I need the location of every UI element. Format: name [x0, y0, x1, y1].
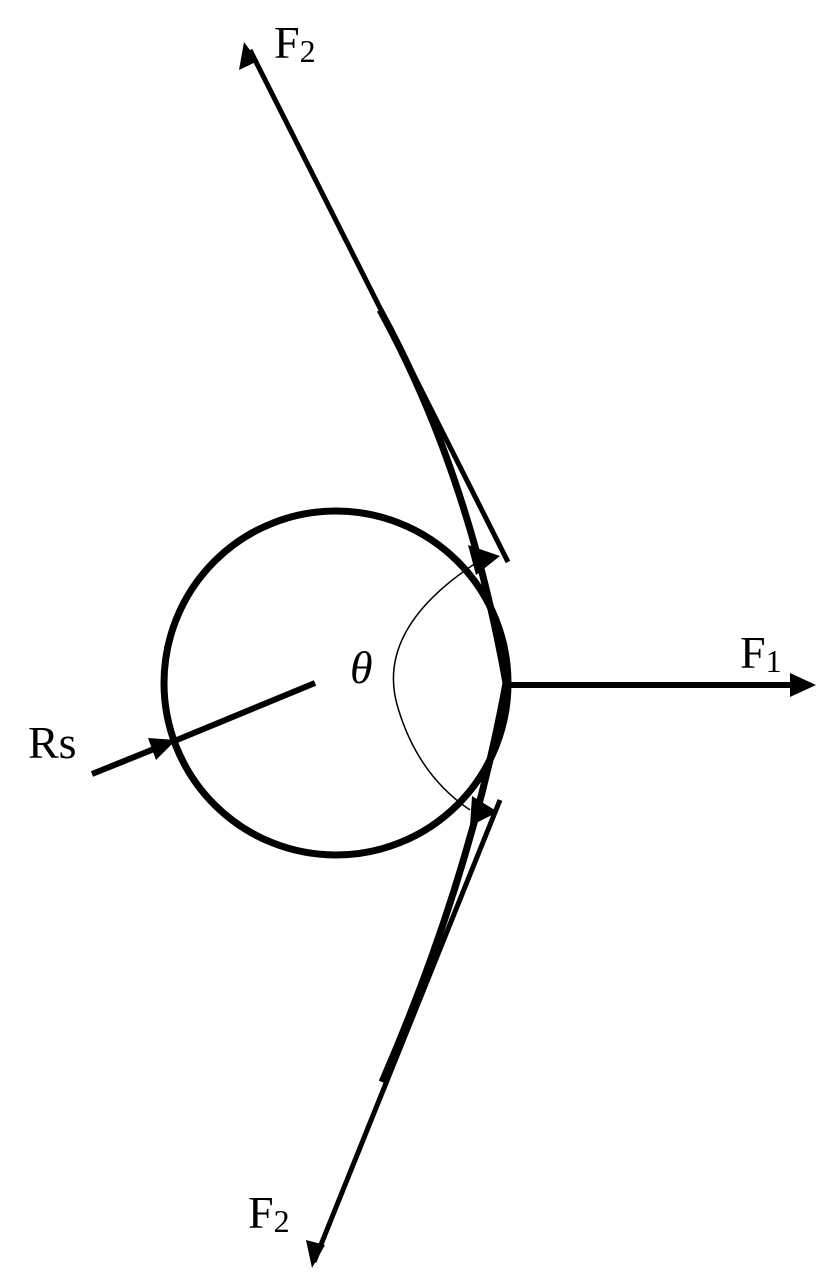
f2-top-label: F2: [274, 17, 316, 69]
rs-arrow: [90, 742, 166, 777]
f2-top-line: [247, 48, 511, 564]
pulley-circle: [160, 507, 512, 859]
rs-arrowhead: [148, 738, 176, 760]
lower-contact-arrowhead: [470, 796, 498, 826]
rs-label: Rs: [28, 717, 77, 768]
f2-bottom-line: [311, 799, 503, 1263]
theta-label: θ: [350, 642, 373, 693]
f2-bottom-label: F2: [248, 1187, 290, 1239]
f1-arrowhead: [790, 673, 816, 697]
f2-top-arrowhead: [239, 42, 258, 70]
upper-contact-arrowhead: [468, 545, 500, 575]
belt-upper-curve: [376, 308, 510, 684]
f2-bottom-arrowhead: [306, 1240, 325, 1268]
belt-lower-curve: [378, 682, 510, 1084]
rs-radius-line: [170, 680, 317, 745]
theta-arc: [392, 562, 477, 811]
f1-label: F1: [740, 627, 782, 679]
